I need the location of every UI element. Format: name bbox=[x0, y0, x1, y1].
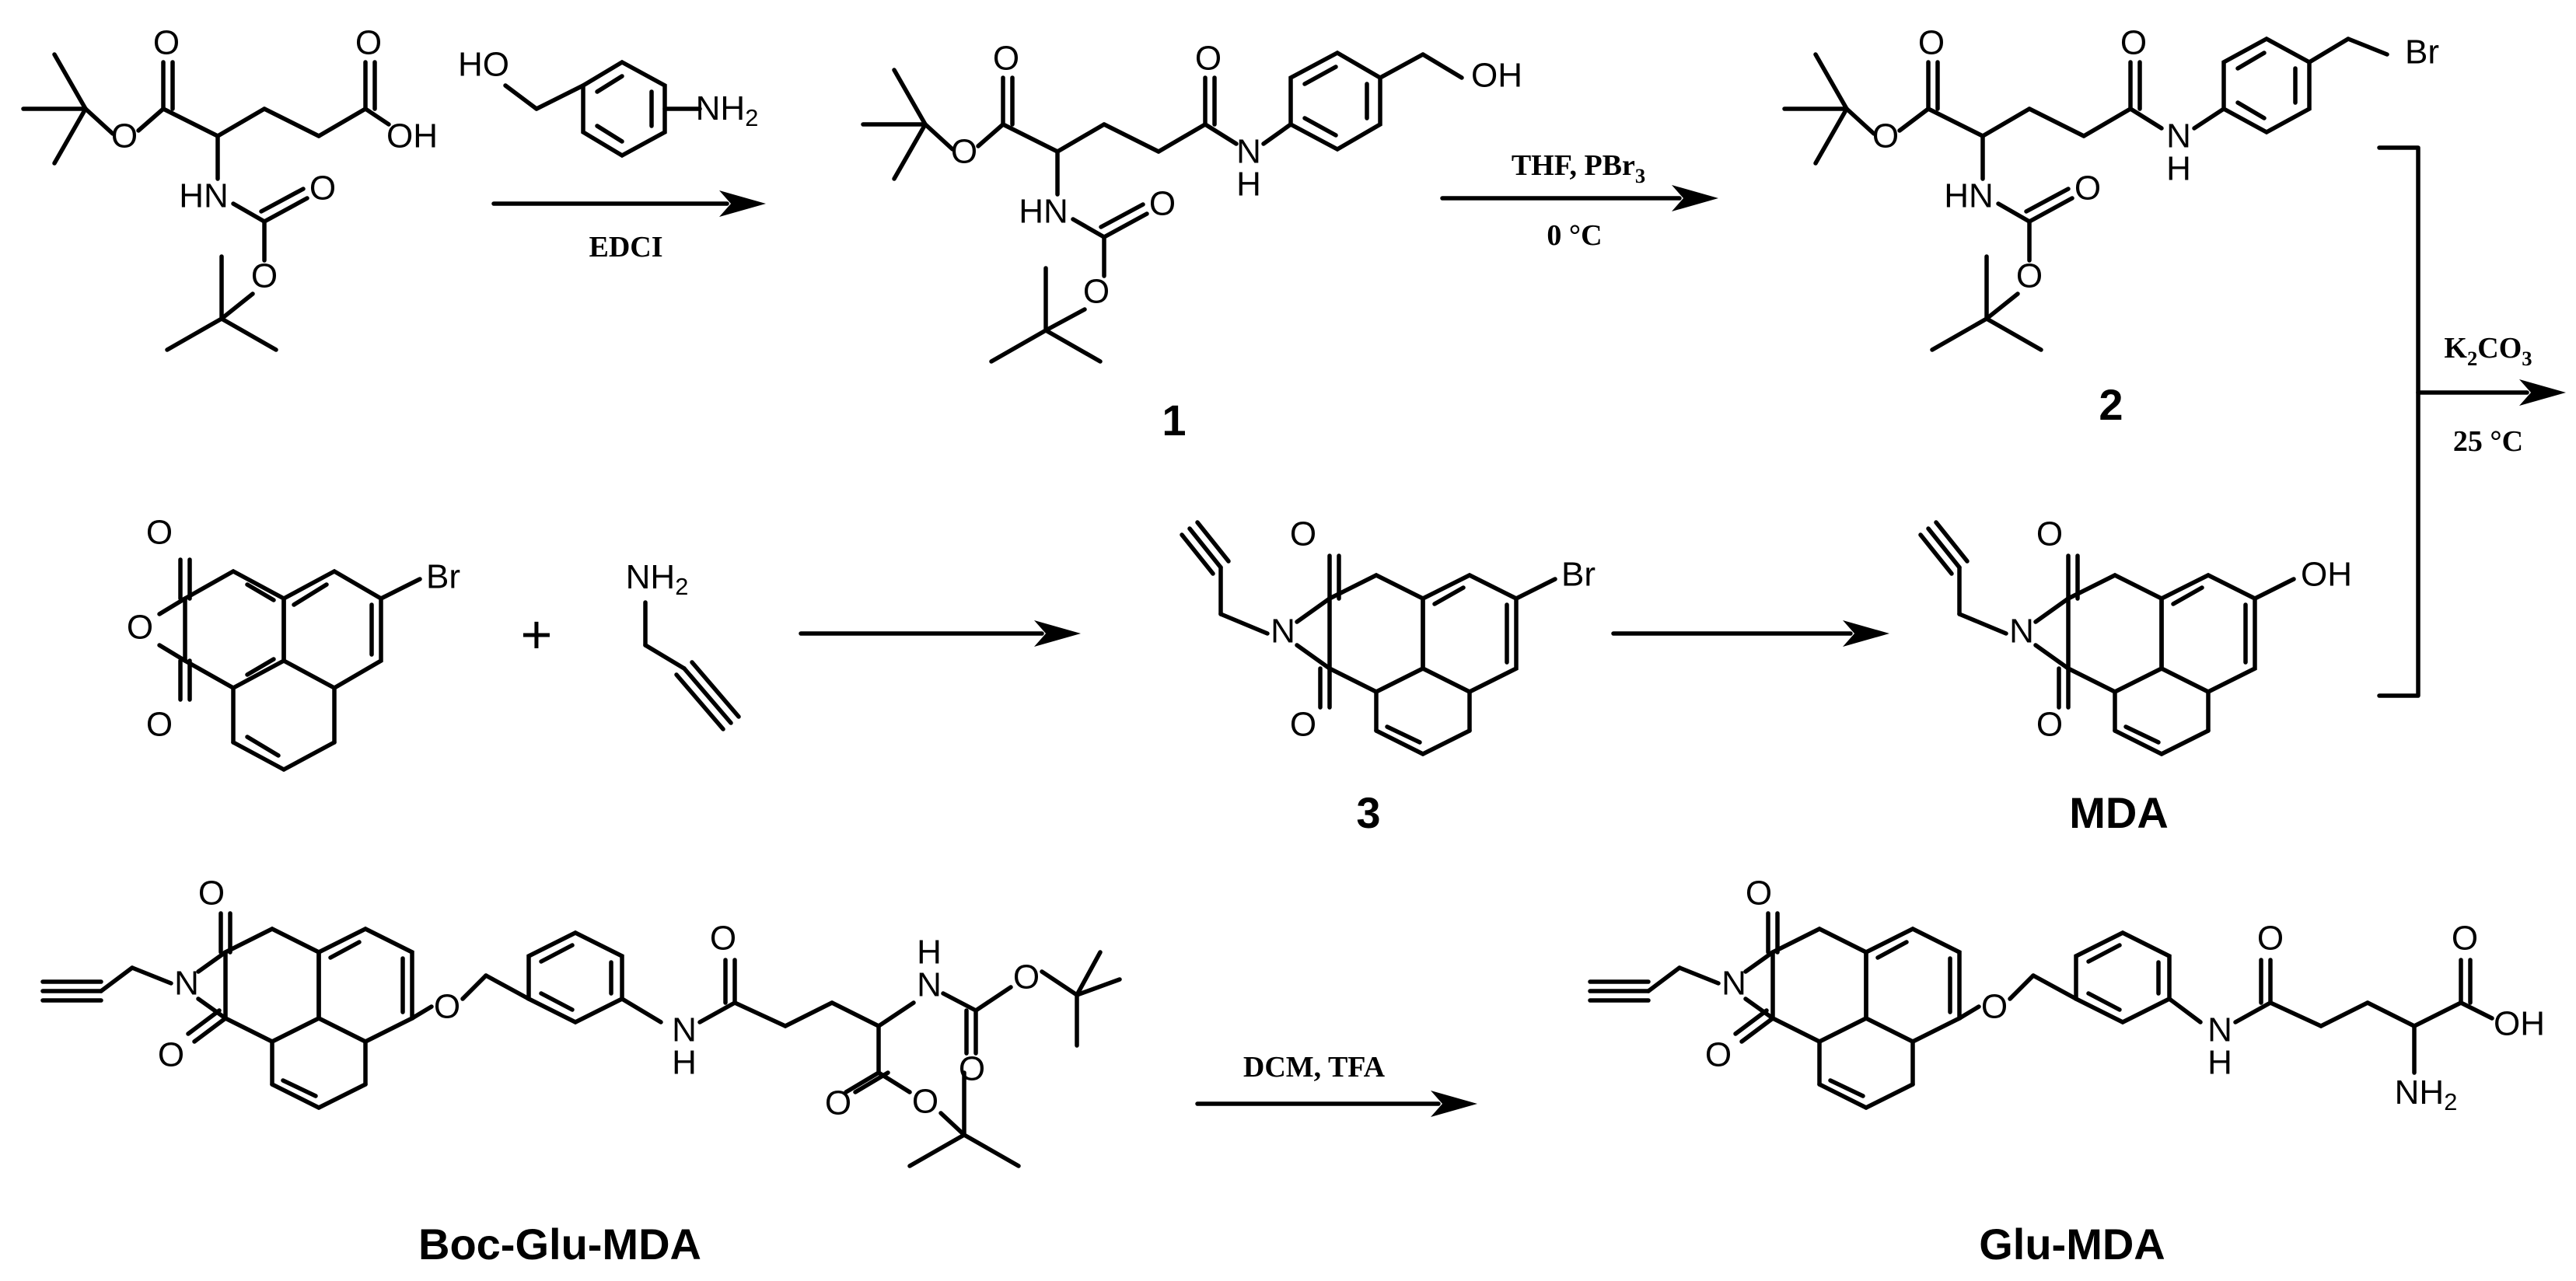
atom-o: O bbox=[710, 920, 736, 958]
atom-h: H bbox=[2166, 150, 2191, 188]
atom-n: N bbox=[1271, 613, 1295, 651]
atom-h: H bbox=[672, 1044, 697, 1082]
atom-o: O bbox=[951, 133, 977, 171]
atom-h: H bbox=[917, 934, 942, 972]
bracket-and-arrow-k2co3: K2CO3 25 °C bbox=[2377, 145, 2566, 698]
aminobenzyl-alcohol-structure: HO NH2 bbox=[458, 46, 759, 159]
atom-hn: HN bbox=[1019, 193, 1068, 231]
boc-glu-mda-structure: N O O O N H O bbox=[40, 874, 1122, 1166]
atom-o: O bbox=[1195, 40, 1222, 78]
atom-br: Br bbox=[426, 558, 460, 596]
atom-o: O bbox=[127, 609, 153, 647]
atom-n: N bbox=[174, 965, 199, 1003]
atom-n: N bbox=[917, 966, 942, 1004]
atom-o: O bbox=[2452, 920, 2478, 958]
atom-o: O bbox=[1981, 988, 2008, 1026]
atom-n: N bbox=[2166, 117, 2191, 155]
arrow-imide-formation bbox=[799, 620, 1081, 647]
compound-1-structure: O O O N H OH HN O O bbox=[863, 40, 1522, 361]
bromonaphthalic-anhydride-structure: O O O Br bbox=[127, 514, 460, 772]
atom-oh: OH bbox=[2301, 556, 2352, 594]
condition-thf-pbr3: THF, PBr3 bbox=[1512, 149, 1645, 187]
atom-o: O bbox=[2257, 920, 2284, 958]
atom-hn: HN bbox=[1944, 177, 1994, 215]
arrow-thf-pbr3: THF, PBr3 0 °C bbox=[1440, 149, 1718, 252]
atom-n: N bbox=[1236, 133, 1261, 171]
compound-label-boc-glu-mda: Boc-Glu-MDA bbox=[418, 1220, 701, 1269]
atom-o: O bbox=[434, 988, 460, 1026]
atom-o: O bbox=[1083, 273, 1110, 311]
compound-label-1: 1 bbox=[1162, 396, 1186, 445]
atom-o: O bbox=[153, 24, 180, 62]
atom-o: O bbox=[2120, 24, 2147, 62]
atom-o: O bbox=[912, 1083, 938, 1121]
atom-oh: OH bbox=[1471, 57, 1522, 95]
atom-h: H bbox=[1236, 166, 1261, 204]
atom-o: O bbox=[158, 1036, 184, 1074]
atom-o: O bbox=[1705, 1036, 1732, 1074]
atom-o: O bbox=[251, 257, 278, 295]
condition-0c: 0 °C bbox=[1547, 219, 1602, 252]
mda-structure: N O O OH bbox=[1918, 515, 2352, 756]
atom-ho: HO bbox=[458, 46, 509, 84]
atom-o: O bbox=[2016, 257, 2043, 295]
condition-dcm-tfa: DCM, TFA bbox=[1243, 1051, 1386, 1084]
compound-3-structure: N O O Br bbox=[1180, 515, 1596, 756]
compound-label-mda: MDA bbox=[2069, 788, 2169, 837]
condition-25c: 25 °C bbox=[2453, 425, 2523, 458]
arrow-dcm-tfa: DCM, TFA bbox=[1195, 1051, 1477, 1117]
atom-o: O bbox=[1290, 706, 1316, 744]
atom-o: O bbox=[1013, 958, 1040, 997]
atom-o: O bbox=[2074, 169, 2101, 208]
atom-nh2: NH2 bbox=[2395, 1073, 2458, 1116]
atom-o: O bbox=[1918, 24, 1945, 62]
atom-o: O bbox=[1149, 185, 1176, 223]
atom-n: N bbox=[2009, 613, 2034, 651]
plus-sign: + bbox=[521, 604, 553, 665]
atom-o: O bbox=[1746, 874, 1772, 913]
atom-o: O bbox=[2036, 706, 2063, 744]
atom-o: O bbox=[825, 1084, 851, 1122]
compound-label-3: 3 bbox=[1356, 788, 1380, 837]
glu-mda-structure: N O O O N H O bbox=[1588, 874, 2545, 1116]
atom-o: O bbox=[1872, 117, 1899, 155]
atom-oh: OH bbox=[386, 117, 438, 155]
atom-o: O bbox=[2036, 515, 2063, 553]
atom-nh2: NH2 bbox=[696, 89, 759, 132]
atom-o: O bbox=[146, 706, 173, 744]
arrow-edci: EDCI bbox=[491, 190, 766, 264]
propargylamine-structure: NH2 bbox=[626, 558, 741, 731]
atom-o: O bbox=[198, 874, 225, 913]
atom-o: O bbox=[1290, 515, 1316, 553]
atom-br: Br bbox=[2405, 33, 2439, 72]
compound-label-glu-mda: Glu-MDA bbox=[1979, 1220, 2165, 1269]
atom-o: O bbox=[111, 117, 138, 155]
atom-o: O bbox=[146, 514, 173, 552]
atom-oh: OH bbox=[2494, 1005, 2545, 1043]
condition-edci: EDCI bbox=[589, 231, 662, 264]
compound-2-structure: O O O N H Br HN O O bbox=[1784, 24, 2439, 350]
atom-n: N bbox=[672, 1011, 697, 1049]
compound-label-2: 2 bbox=[2099, 380, 2123, 429]
boc-glu-otbu-structure: O O O OH HN O O bbox=[23, 24, 438, 350]
atom-o: O bbox=[993, 40, 1019, 78]
atom-o: O bbox=[355, 24, 382, 62]
atom-o: O bbox=[309, 169, 336, 208]
condition-k2co3: K2CO3 bbox=[2444, 332, 2532, 370]
atom-n: N bbox=[2207, 1011, 2232, 1049]
atom-hn: HN bbox=[179, 177, 229, 215]
atom-n: N bbox=[1721, 965, 1746, 1003]
atom-h: H bbox=[2207, 1044, 2232, 1082]
arrow-hydroxylation bbox=[1611, 620, 1889, 647]
atom-o: O bbox=[959, 1050, 985, 1088]
atom-br: Br bbox=[1561, 556, 1596, 594]
atom-nh2: NH2 bbox=[626, 558, 689, 601]
